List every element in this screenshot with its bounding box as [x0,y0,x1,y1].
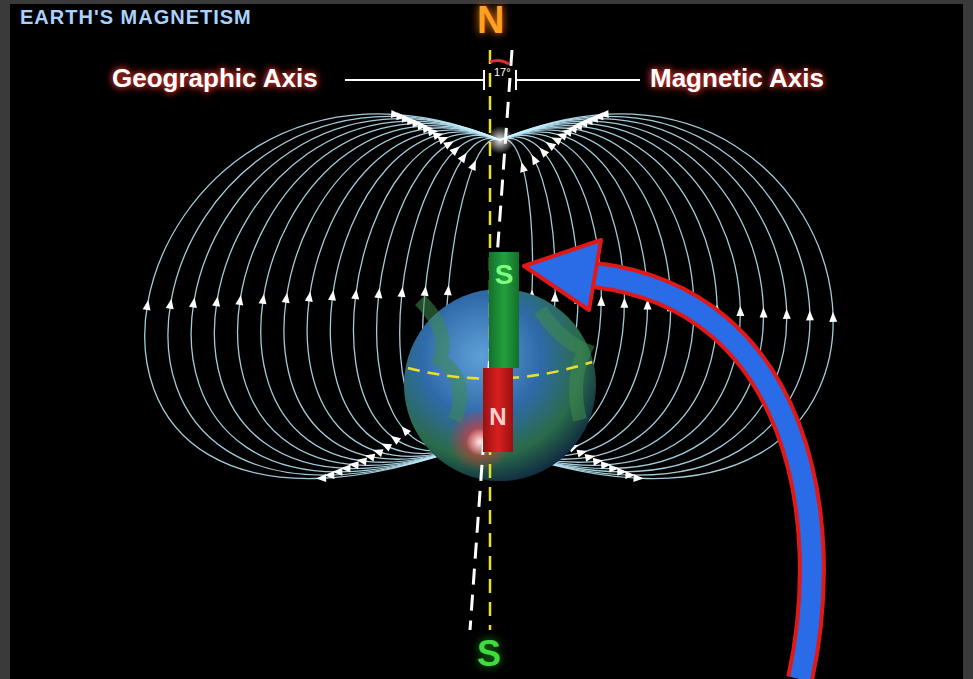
field-arrow [328,290,337,301]
field-arrow [450,143,463,156]
field-arrow [633,474,643,482]
field-arrow [374,288,383,299]
field-arrow [143,299,153,310]
leader-line [345,79,484,81]
field-arrow [537,145,550,158]
field-arrow [398,286,407,297]
field-arrow [282,292,291,303]
field-arrow [528,153,540,166]
field-arrow [468,159,479,171]
field-arrow [551,292,559,302]
pole-letter: S [495,260,514,291]
field-arrow [166,298,176,309]
field-arrow [518,161,528,173]
field-arrow [620,298,628,308]
pointer-arrow-outline [595,275,812,679]
field-arrow [783,309,791,319]
pole-letter: N [477,0,504,42]
field-arrow [388,432,401,444]
pointer-arrow [595,275,812,679]
field-arrow [189,297,199,308]
field-arrow [736,306,744,316]
field-arrow [421,286,430,297]
field-arrow [444,285,453,296]
angle-arc [490,60,509,64]
field-arrow [759,307,767,317]
field-arrow [391,110,402,119]
title: EARTH'S MAGNETISM [20,6,252,28]
field-arrow [829,312,837,322]
field-arrow [351,289,360,300]
field-arrow [398,423,411,436]
pointer-arrowhead [524,240,601,310]
field-arrow [806,310,814,320]
magnet-south-half: S [489,252,519,368]
field-arrow [305,291,314,302]
leader-tick [515,70,517,90]
pole-letter: N [489,404,506,430]
leader-tick [483,70,485,90]
field-arrow [235,294,244,305]
axis-label: Magnetic Axis [650,64,824,93]
field-arrow [212,296,222,307]
field-arrow [458,150,470,163]
leader-line [516,79,640,81]
field-arrow [598,110,609,119]
axis-label: Geographic Axis [112,64,318,93]
field-arrow [259,293,268,304]
field-arrow [597,296,605,306]
angle-label: 17° [493,66,512,78]
magnet-north-half: N [483,368,513,452]
pole-letter: S [477,634,501,674]
field-arrow [316,474,326,482]
